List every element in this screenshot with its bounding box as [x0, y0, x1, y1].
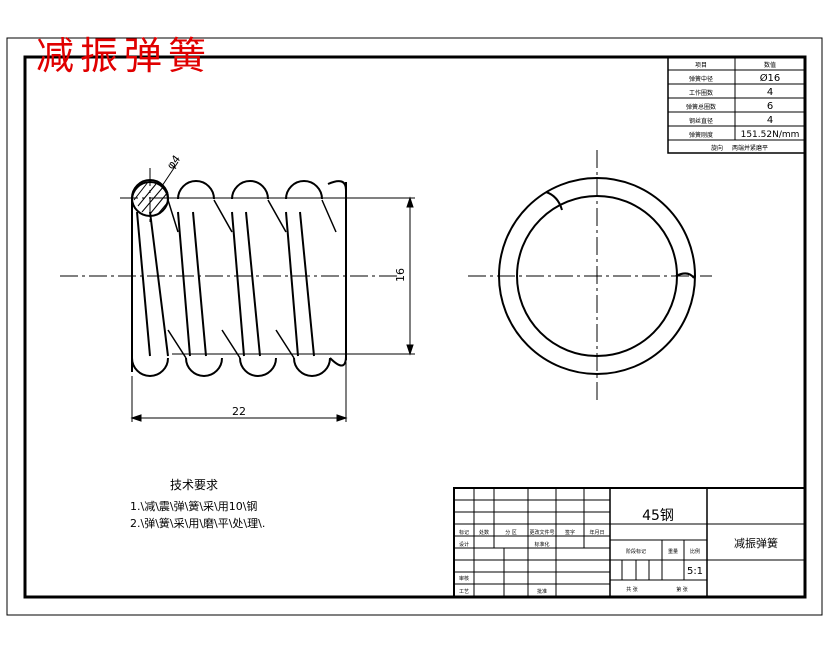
tb-label-zone: 分 区: [505, 529, 517, 536]
spec-value-active-coils: 4: [767, 87, 773, 98]
tb-material: 45钢: [642, 508, 674, 524]
spec-label-stiffness: 弹簧刚度: [689, 131, 713, 139]
spec-table: [667, 56, 806, 154]
tb-label-signature: 签字: [565, 529, 575, 536]
tb-label-ratio: 比例: [690, 548, 700, 555]
tb-label-process: 工艺: [459, 589, 469, 595]
tech-requirement-2: 2.\弹\簧\采\用\磨\平\处\理\.: [130, 517, 266, 530]
end-view-centerlines: [468, 150, 712, 402]
dimension-lines: [130, 161, 415, 422]
spec-header-value: 数值: [764, 61, 776, 69]
dim-length: 22: [232, 405, 246, 418]
spec-value-stiffness: 151.52N/mm: [741, 130, 800, 140]
tb-label-design: 设计: [459, 541, 469, 548]
tb-label-sheet-no: 第 张: [676, 586, 688, 593]
spec-value-total-coils: 6: [767, 101, 773, 112]
tb-label-approve: 批准: [537, 588, 547, 595]
spec-label-total-coils: 弹簧总圈数: [686, 103, 716, 111]
tb-label-sheets-total: 共 张: [626, 586, 638, 593]
spec-label-active-coils: 工作圈数: [689, 89, 713, 97]
drawing-title: 减振弹簧: [36, 34, 213, 78]
title-block: [453, 487, 806, 598]
tb-label-weight: 重量: [668, 548, 678, 555]
tb-label-standardization: 标准化: [534, 541, 549, 548]
spec-label-wire-diameter: 钢丝直径: [689, 117, 713, 125]
spec-value-wire-diameter: 4: [767, 115, 773, 126]
tb-label-review: 审核: [459, 575, 469, 582]
dim-height: 16: [394, 268, 407, 282]
inner-frame: [23, 55, 807, 599]
spec-footer-label: 旋向: [711, 144, 723, 152]
tb-label-mark: 标记: [459, 529, 469, 536]
tb-label-date: 年月日: [589, 529, 604, 536]
spec-header-item: 项目: [695, 62, 707, 69]
tb-scale: 5:1: [687, 566, 703, 577]
centerlines: [60, 168, 400, 277]
dim-wire-diameter: φ4: [164, 153, 183, 172]
outer-frame: [6, 37, 823, 616]
spec-value-mean-diameter: Ø16: [760, 72, 781, 84]
tb-part-name: 减振弹簧: [734, 536, 778, 550]
tech-requirement-1: 1.\减\震\弹\簧\采\用10\钢: [130, 500, 258, 513]
tb-label-count: 处数: [479, 529, 489, 536]
section-hatch: [133, 181, 169, 215]
spec-label-mean-diameter: 弹簧中径: [689, 75, 713, 83]
tb-label-doc-no: 更改文件号: [529, 529, 554, 536]
spec-footer-value: 两端并紧磨平: [732, 144, 768, 152]
tech-requirements-title: 技术要求: [170, 478, 219, 492]
tb-label-stage-mark: 阶段标记: [626, 548, 646, 555]
spring-side-view: [131, 179, 347, 377]
